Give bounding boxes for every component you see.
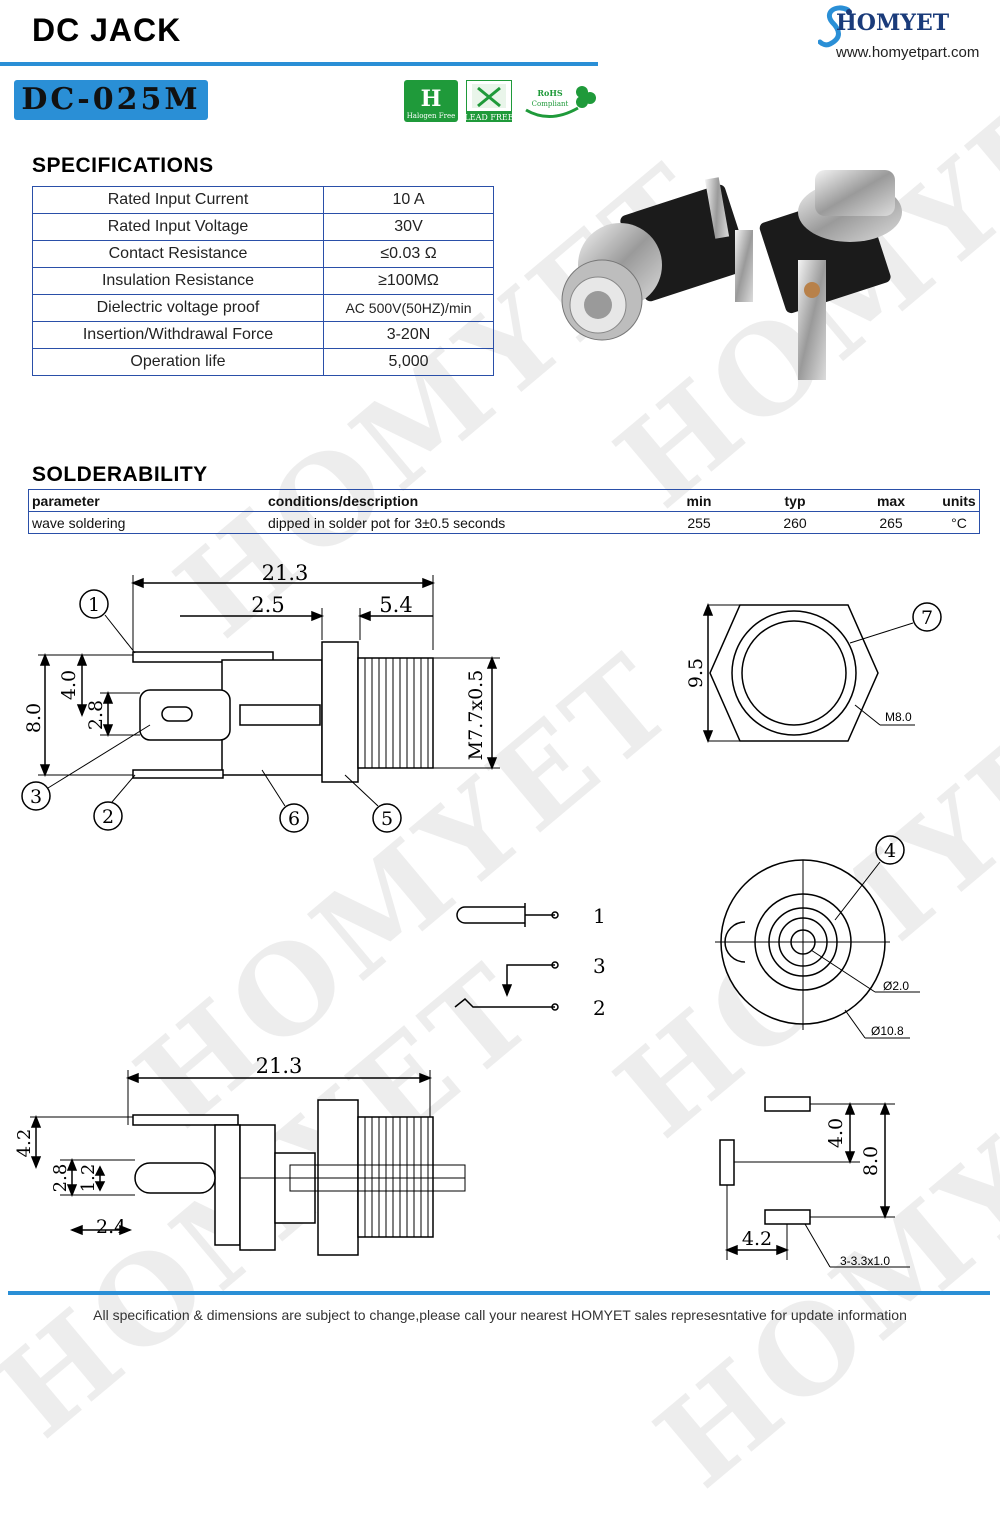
spec-row: Contact Resistance≤0.03 Ω: [32, 240, 494, 268]
side-view-drawing: 21.3 2.5 5.4 8.0 4.0 2.8 M7.7x0.5 1 2 3 …: [21, 561, 500, 833]
slot-size-label: 3-3.3x1.0: [840, 1254, 890, 1268]
dim-b: 5.4: [379, 593, 412, 617]
solderability-heading: SOLDERABILITY: [32, 463, 208, 486]
body-diameter-label: Ø10.8: [871, 1024, 904, 1038]
bottom-view-drawing: 21.3 4.2 2.8 1.2 2.4: [14, 1054, 466, 1256]
spec-value: 30V: [323, 213, 494, 241]
spec-name: Rated Input Current: [32, 186, 324, 214]
table-cell: dipped in solder pot for 3±0.5 seconds: [265, 511, 651, 534]
table-cell: 255: [651, 511, 747, 534]
spec-value: AC 500V(50HZ)/min: [323, 294, 494, 322]
svg-text:Compliant: Compliant: [532, 100, 569, 108]
table-cell: °C: [939, 511, 980, 534]
spec-value: ≤0.03 Ω: [323, 240, 494, 268]
bottom-h3-dim: 1.2: [78, 1164, 99, 1193]
table-cell: 260: [747, 511, 843, 534]
callout-7: 7: [921, 607, 933, 629]
rohs-badge: RoHS Compliant: [520, 80, 596, 122]
footprint-half-dim: 4.0: [825, 1118, 847, 1148]
product-photo: [561, 170, 902, 380]
callout-5: 5: [381, 808, 393, 830]
spec-name: Insulation Resistance: [32, 267, 324, 295]
callout-6: 6: [288, 808, 300, 830]
footer-divider: [8, 1291, 990, 1295]
half-height-dim: 4.0: [58, 670, 80, 700]
callout-2: 2: [102, 806, 114, 828]
spec-name: Contact Resistance: [32, 240, 324, 268]
spec-row: Insulation Resistance≥100MΩ: [32, 267, 494, 295]
spec-name: Dielectric voltage proof: [32, 294, 324, 322]
table-cell: wave soldering: [28, 511, 265, 534]
spec-value: 3-20N: [323, 321, 494, 349]
svg-text:RoHS: RoHS: [537, 88, 563, 98]
column-header: max: [843, 489, 939, 512]
front-view-drawing: 9.5 7 M8.0: [685, 602, 942, 744]
header-divider: [0, 62, 598, 66]
bottom-offset-dim: 2.4: [96, 1216, 126, 1238]
spec-name: Rated Input Voltage: [32, 213, 324, 241]
schematic-pin-1: 1: [593, 904, 606, 928]
dim-a: 2.5: [251, 593, 284, 617]
spec-value: 10 A: [323, 186, 494, 214]
column-header: parameter: [28, 489, 265, 512]
brand-name: HOMYET: [836, 10, 950, 36]
overall-length-dim: 21.3: [262, 561, 309, 585]
brand-url[interactable]: www.homyetpart.com: [836, 44, 980, 61]
brand-logo-icon: [818, 5, 852, 48]
schematic-pin-3: 3: [593, 954, 606, 978]
column-header: min: [651, 489, 747, 512]
footprint-offset-dim: 4.2: [742, 1228, 772, 1250]
table-header-row: parameter conditions/description min typ…: [28, 489, 980, 512]
bottom-length-dim: 21.3: [256, 1054, 303, 1078]
callout-1: 1: [88, 594, 100, 616]
callout-4: 4: [884, 840, 896, 862]
lead-free-label: LEAD FREE: [466, 113, 512, 122]
schematic-diagram: 1 3 2: [454, 903, 606, 1020]
column-header: typ: [747, 489, 843, 512]
svg-text:H: H: [421, 86, 442, 112]
spec-value: 5,000: [323, 348, 494, 376]
table-row: wave soldering dipped in solder pot for …: [28, 511, 980, 534]
front-height-dim: 9.5: [685, 658, 707, 688]
page-title: DC JACK: [32, 12, 182, 48]
footprint-drawing: 4.0 8.0 4.2 3-3.3x1.0: [719, 1096, 910, 1268]
halogen-free-badge: H Halogen Free: [404, 80, 458, 122]
bottom-h1-dim: 4.2: [14, 1129, 35, 1158]
lead-free-badge: LEAD FREE: [464, 79, 514, 123]
schematic-pin-2: 2: [593, 996, 606, 1020]
column-header: conditions/description: [265, 489, 651, 512]
spec-value: ≥100MΩ: [323, 267, 494, 295]
table-cell: 265: [843, 511, 939, 534]
rear-view-drawing: 4 Ø2.0 Ø10.8: [715, 835, 920, 1039]
pin-height-dim: 2.8: [85, 700, 107, 730]
footer-disclaimer: All specification & dimensions are subje…: [93, 1307, 907, 1323]
height-dim: 8.0: [23, 703, 45, 733]
spec-name: Insertion/Withdrawal Force: [32, 321, 324, 349]
solderability-table: parameter conditions/description min typ…: [28, 489, 980, 534]
callout-3: 3: [30, 786, 42, 808]
specifications-heading: SPECIFICATIONS: [32, 154, 214, 177]
pin-diameter-label: Ø2.0: [883, 979, 909, 993]
column-header: units: [939, 489, 980, 512]
model-number: DC-025M: [14, 80, 208, 120]
front-thread-label: M8.0: [885, 710, 912, 724]
thread-dim: M7.7x0.5: [465, 670, 487, 761]
halogen-free-label: Halogen Free: [407, 112, 456, 120]
footprint-total-dim: 8.0: [860, 1146, 882, 1176]
bottom-h2-dim: 2.8: [50, 1164, 71, 1193]
spec-name: Operation life: [32, 348, 324, 376]
